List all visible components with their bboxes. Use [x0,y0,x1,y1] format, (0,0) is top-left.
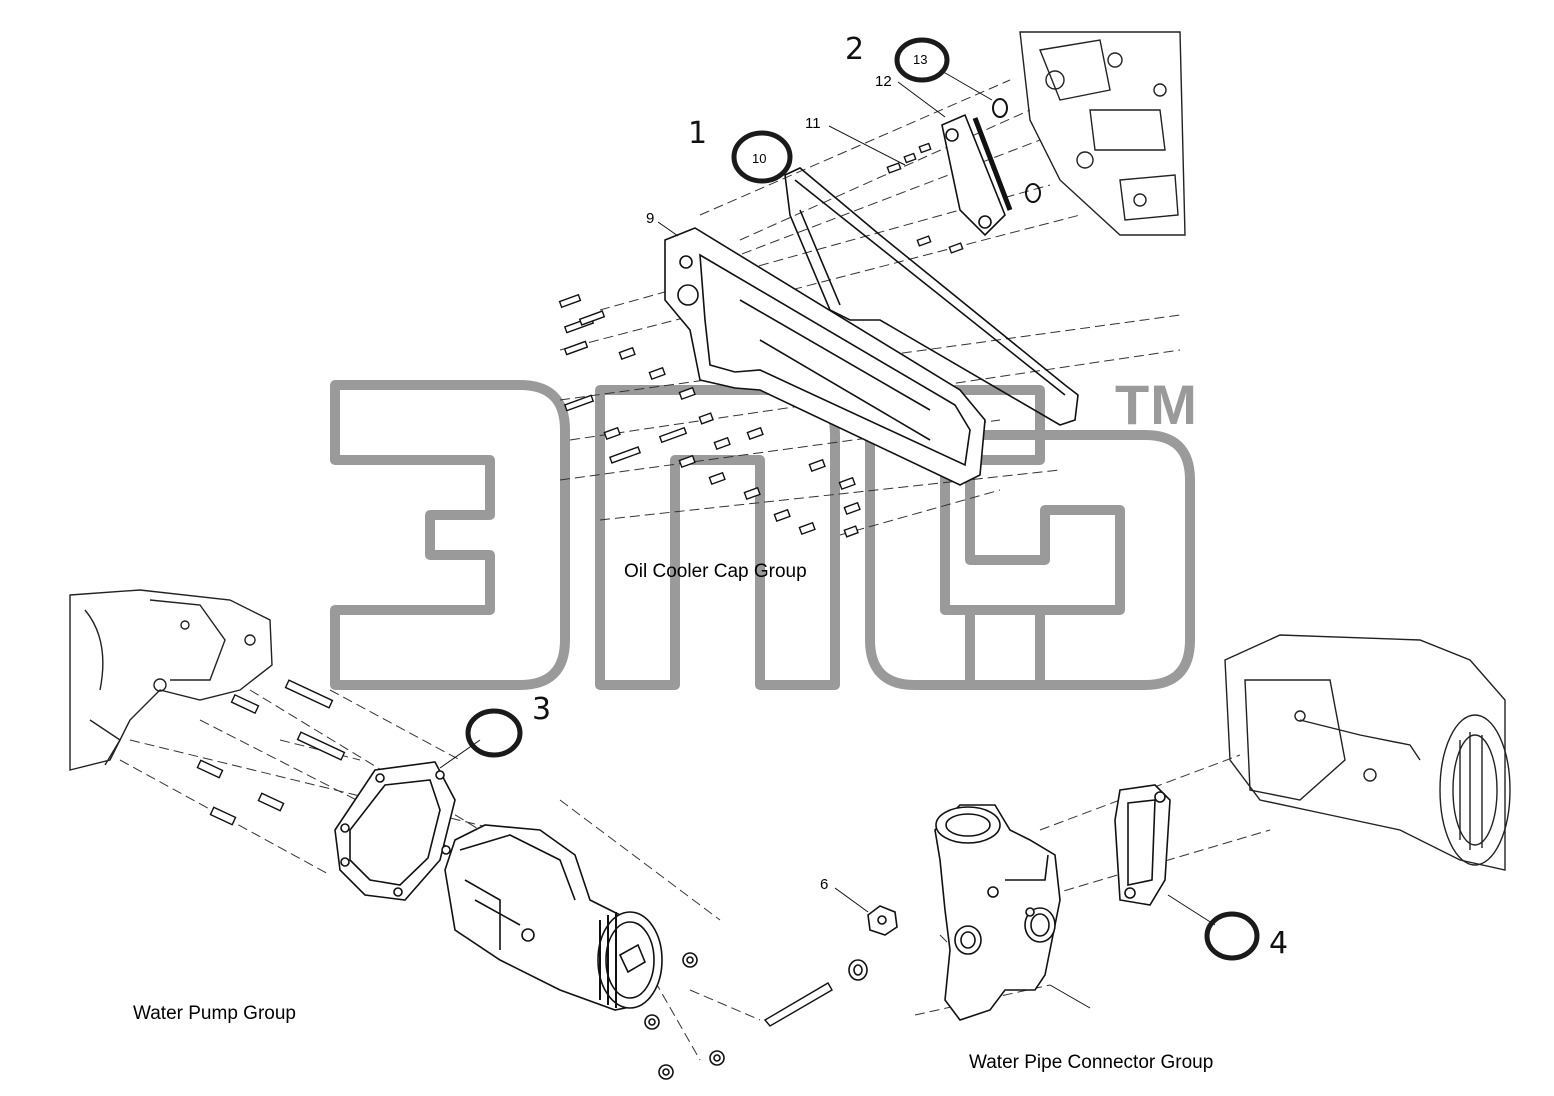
highlight-ring-4 [1204,911,1260,961]
connector-gasket [1114,784,1171,906]
water-pipe-connector [934,804,1061,1021]
callout-6: 6 [820,876,829,893]
callout-11: 11 [805,115,821,132]
callout-12: 12 [875,73,892,90]
callout-1: 1 [688,116,708,151]
callout-3: 3 [532,692,552,727]
highlight-ring-3 [465,708,523,758]
long-stud [763,982,833,1027]
callout-13: 13 [913,52,928,67]
oil-cooler-group-label: Oil Cooler Cap Group [624,561,807,582]
callout-10: 10 [752,151,767,166]
engine-block-right [1224,634,1511,871]
o-rings-top [992,98,1041,203]
water-pump [444,824,663,1011]
engine-block-top [1019,31,1186,236]
engine-block-left [69,589,273,771]
water-pump-group-label: Water Pump Group [133,1003,296,1024]
watermark-logo [330,380,1195,690]
watermark-tm: TM [1115,373,1198,436]
highlight-ring-10 [731,130,793,184]
highlight-ring-13 [894,37,950,83]
callout-2: 2 [845,32,865,67]
studs-left [196,679,346,826]
bolts-top [558,142,964,538]
oil-cooler-core [941,113,1013,237]
water-pipe-group-label: Water Pipe Connector Group [969,1052,1214,1073]
callout-4: 4 [1269,926,1289,961]
washer [848,959,868,981]
water-pump-gasket [334,761,456,901]
hex-plug [867,905,898,936]
oil-cooler-gasket [784,167,1079,426]
highlight-rings [465,37,1260,961]
callout-9: 9 [646,210,655,227]
oil-cooler-cover [664,227,986,486]
nuts-left [644,952,725,1080]
